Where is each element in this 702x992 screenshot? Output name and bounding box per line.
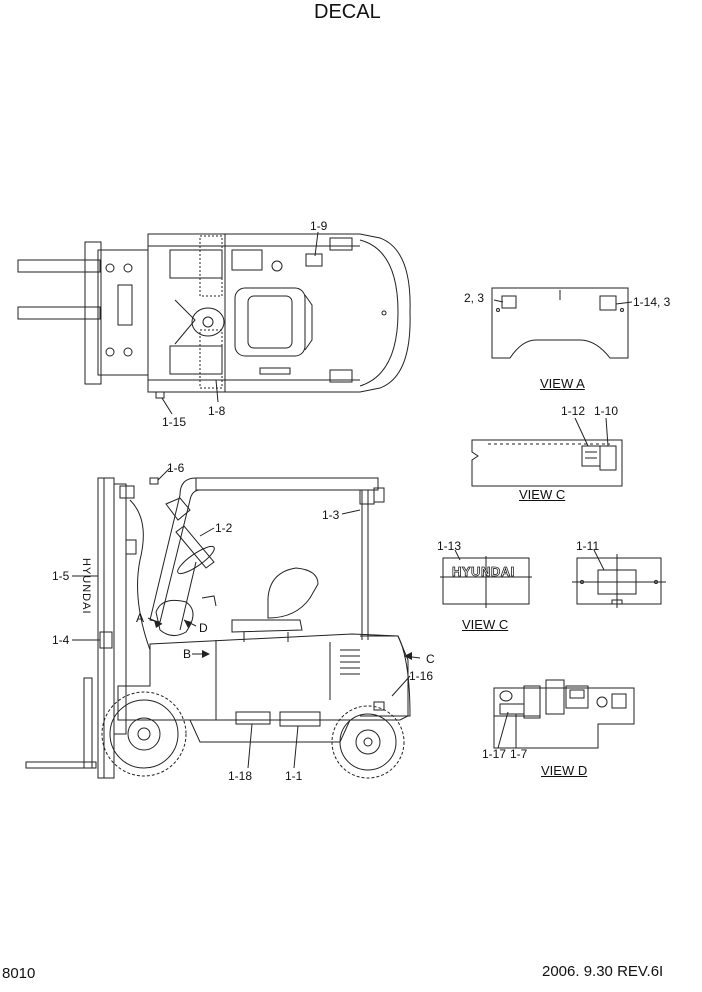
callout-1-9: 1-9 (310, 219, 328, 233)
view-c-bottom-label: VIEW C (462, 617, 509, 632)
callout-1-5: 1-5 (52, 569, 70, 583)
callout-1-14-3: 1-14, 3 (633, 295, 671, 309)
page-title: DECAL (314, 1, 381, 23)
callout-1-11: 1-11 (576, 539, 600, 553)
callout-1-18: 1-18 (228, 769, 253, 783)
callout-1-13: 1-13 (437, 539, 462, 553)
page-code: 8010 (2, 965, 36, 982)
callout-1-6: 1-6 (167, 461, 185, 475)
plate-brand-decal: HYUNDAI (452, 564, 515, 579)
callout-2-3: 2, 3 (464, 291, 485, 305)
view-c-plate-drawing (440, 556, 532, 608)
view-d-drawing (494, 680, 634, 748)
callout-1-10: 1-10 (594, 404, 619, 418)
callout-1-8: 1-8 (208, 404, 226, 418)
callout-1-4: 1-4 (52, 633, 70, 647)
view-c-upper-drawing (472, 440, 622, 486)
callout-1-3: 1-3 (322, 508, 340, 522)
revision-date: 2006. 9.30 REV.6I (542, 963, 664, 980)
side-view-forklift (26, 478, 410, 778)
callout-b: B (183, 647, 192, 661)
top-view-forklift (18, 234, 410, 398)
view-d-label: VIEW D (541, 763, 588, 778)
mast-brand-decal: HYUNDAI (80, 558, 92, 615)
view-a-drawing (492, 288, 628, 358)
callout-d: D (199, 621, 208, 635)
plate-1-11-drawing (572, 554, 666, 608)
callout-a: A (136, 611, 145, 625)
callout-1-1: 1-1 (285, 769, 303, 783)
callout-1-16: 1-16 (409, 669, 434, 683)
callout-1-2: 1-2 (215, 521, 233, 535)
callout-1-12: 1-12 (561, 404, 586, 418)
view-a-label: VIEW A (540, 376, 585, 391)
callout-1-7: 1-7 (510, 747, 528, 761)
callout-c: C (426, 652, 435, 666)
callout-1-15: 1-15 (162, 415, 187, 429)
view-c-top-label: VIEW C (519, 487, 566, 502)
callout-1-17: 1-17 (482, 747, 507, 761)
